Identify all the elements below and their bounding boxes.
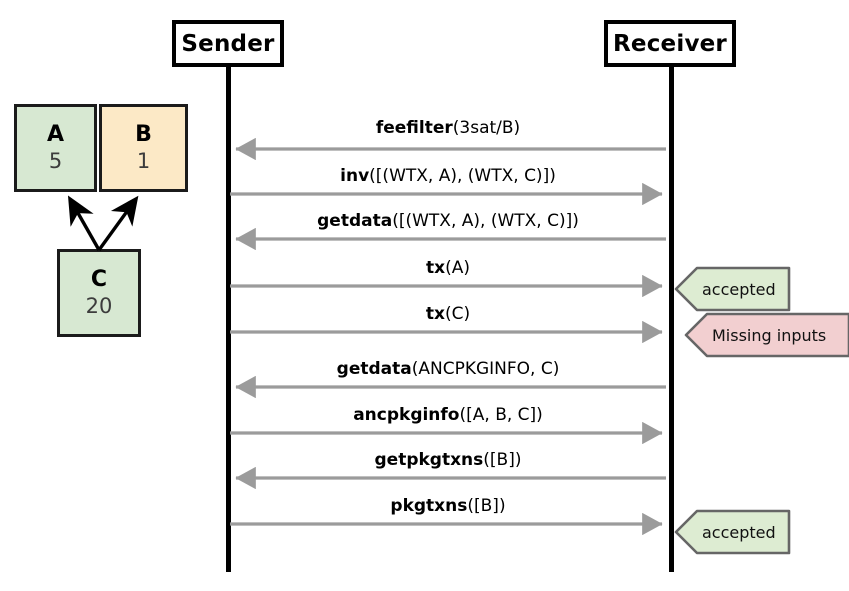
message-name-getdata-ancpkginfo: getdata bbox=[336, 359, 412, 379]
message-name-getdata-wtx: getdata bbox=[317, 211, 393, 231]
message-label-getpkgtxns: getpkgtxns([B]) bbox=[375, 450, 522, 470]
message-args-getdata-wtx: ([(WTX, A), (WTX, C)]) bbox=[392, 211, 579, 231]
tx-b-label: B bbox=[135, 121, 152, 147]
lifeline-sender bbox=[226, 66, 231, 572]
tx-box-a[interactable]: A 5 bbox=[14, 104, 97, 192]
message-name-feefilter: feefilter bbox=[375, 118, 453, 138]
message-label-tx-a: tx(A) bbox=[426, 258, 470, 278]
message-name-getpkgtxns: getpkgtxns bbox=[374, 450, 484, 470]
message-label-tx-c: tx(C) bbox=[426, 304, 470, 324]
message-args-tx-c: (C) bbox=[444, 304, 471, 324]
message-name-tx-c: tx bbox=[425, 304, 445, 324]
message-args-getpkgtxns: ([B]) bbox=[483, 450, 522, 470]
participant-receiver[interactable]: Receiver bbox=[604, 20, 736, 67]
message-label-pkgtxns: pkgtxns([B]) bbox=[390, 496, 505, 516]
message-label-feefilter: feefilter(3sat/B) bbox=[376, 118, 520, 138]
message-args-getdata-ancpkginfo: (ANCPKGINFO, C) bbox=[411, 359, 560, 379]
status-badge-accepted-tx-a[interactable]: accepted bbox=[676, 268, 789, 310]
message-args-ancpkginfo: ([A, B, C]) bbox=[459, 405, 543, 425]
message-name-tx-a: tx bbox=[426, 258, 446, 278]
message-name-ancpkginfo: ancpkginfo bbox=[353, 405, 460, 425]
message-name-inv: inv bbox=[340, 166, 370, 186]
tx-edge-c-to-b bbox=[97, 195, 139, 251]
message-label-getdata-wtx: getdata([(WTX, A), (WTX, C)]) bbox=[317, 211, 579, 231]
tx-b-value: 1 bbox=[136, 148, 151, 173]
status-badge-missing-inputs-label: Missing inputs bbox=[712, 325, 827, 345]
message-label-ancpkginfo: ancpkginfo([A, B, C]) bbox=[353, 405, 543, 425]
tx-a-label: A bbox=[46, 121, 65, 147]
status-badge-missing-inputs[interactable]: Missing inputs bbox=[686, 314, 849, 356]
status-badge-accepted-pkg-label: accepted bbox=[702, 522, 776, 542]
tx-edge-c-to-a bbox=[67, 195, 101, 251]
tx-c-value: 20 bbox=[85, 293, 113, 318]
message-name-pkgtxns: pkgtxns bbox=[390, 496, 468, 516]
message-label-getdata-ancpkginfo: getdata(ANCPKGINFO, C) bbox=[337, 359, 560, 379]
message-args-feefilter: (3sat/B) bbox=[452, 118, 521, 138]
message-args-inv: ([(WTX, A), (WTX, C)]) bbox=[369, 166, 556, 186]
participant-receiver-label: Receiver bbox=[613, 30, 727, 57]
status-badge-accepted-tx-a-label: accepted bbox=[702, 279, 776, 299]
lifeline-receiver bbox=[669, 66, 674, 572]
tx-box-c[interactable]: C 20 bbox=[57, 249, 141, 337]
participant-sender-label: Sender bbox=[181, 30, 275, 57]
tx-c-label: C bbox=[90, 266, 108, 292]
message-label-inv: inv([(WTX, A), (WTX, C)]) bbox=[340, 166, 556, 186]
participant-sender[interactable]: Sender bbox=[172, 20, 284, 67]
tx-a-value: 5 bbox=[48, 148, 63, 173]
message-args-pkgtxns: ([B]) bbox=[467, 496, 506, 516]
tx-box-b[interactable]: B 1 bbox=[99, 104, 188, 192]
status-badge-accepted-pkg[interactable]: accepted bbox=[676, 511, 789, 553]
message-args-tx-a: (A) bbox=[445, 258, 470, 278]
